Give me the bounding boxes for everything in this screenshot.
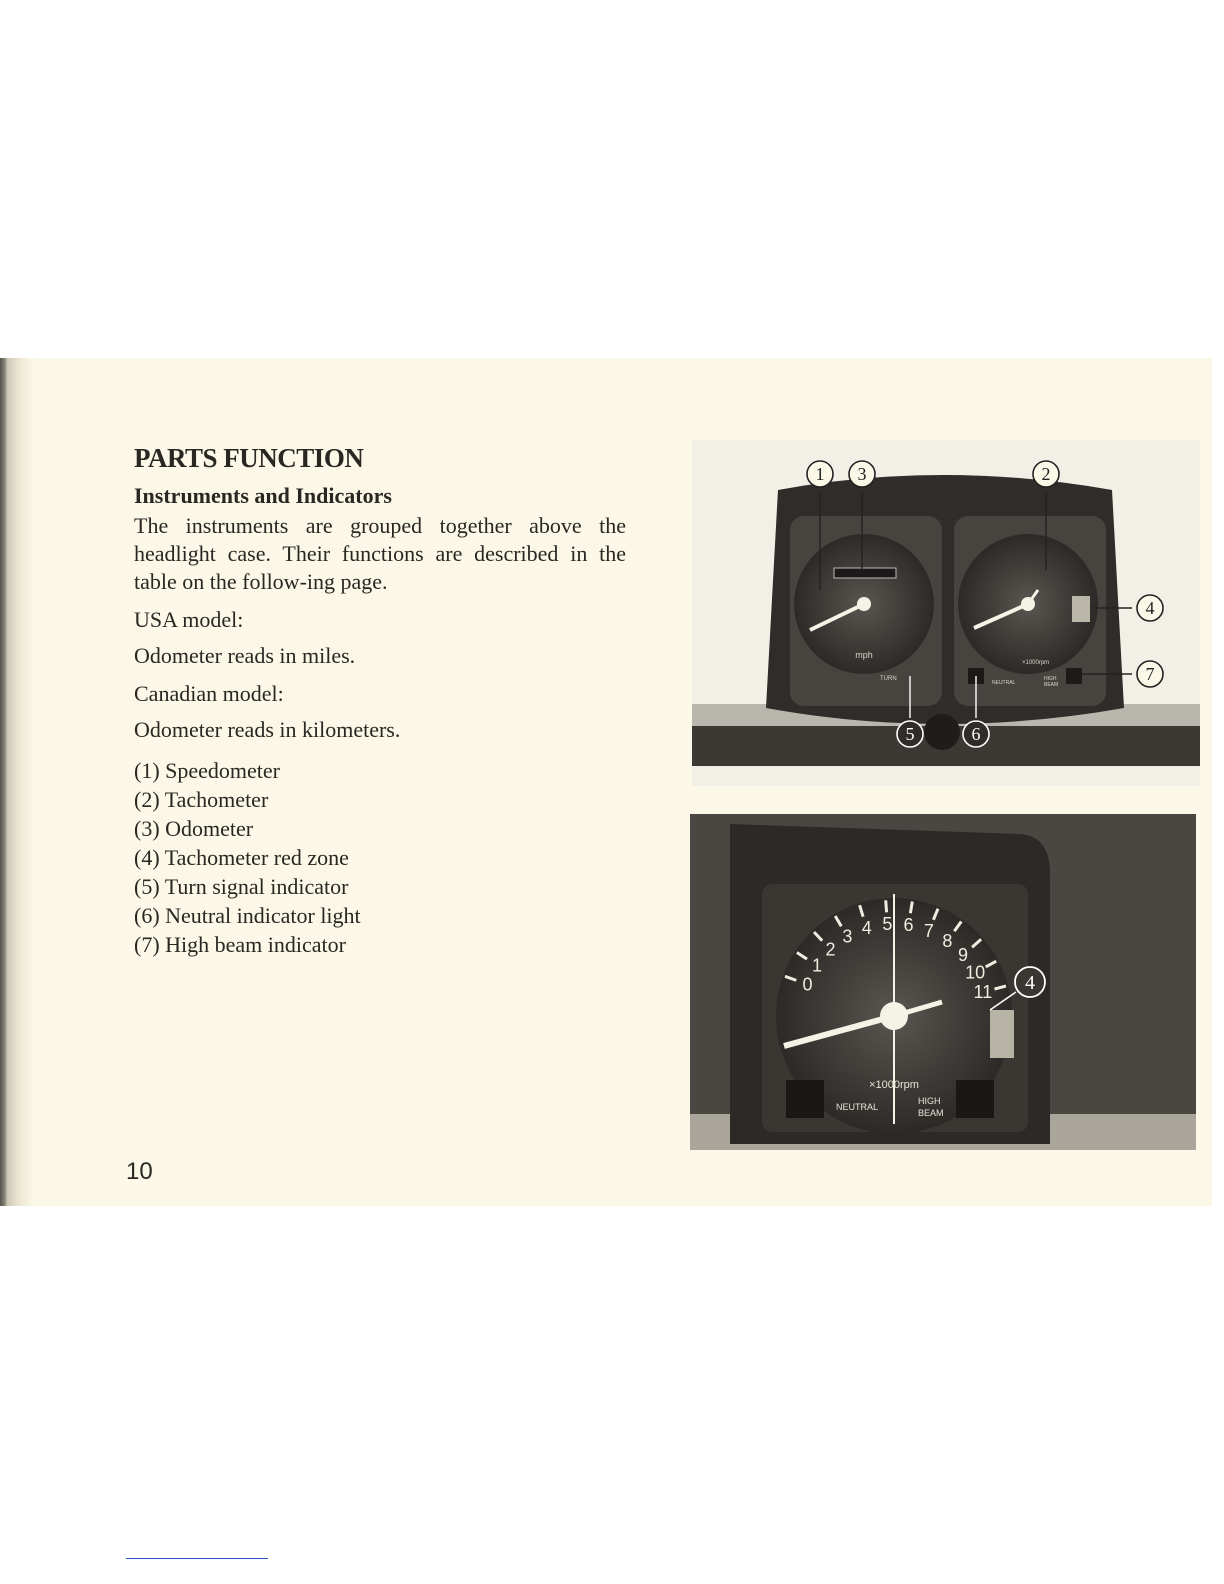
tach-scale-tick [796,951,808,961]
list-item: (4) Tachometer red zone [134,845,349,870]
tach-scale-number: 2 [825,939,835,959]
svg-text:HIGH: HIGH [1044,676,1057,682]
tach-scale-tick [953,920,963,933]
page-number: 10 [126,1158,153,1185]
callout-7: 7 [1136,660,1164,688]
svg-text:BEAM: BEAM [1044,682,1058,688]
text-column: PARTS FUNCTION Instruments and Indicator… [134,442,626,959]
canadian-model-text: Odometer reads in kilometers. [134,717,401,742]
svg-text:×1000rpm: ×1000rpm [869,1079,919,1091]
svg-text:1: 1 [816,464,825,484]
list-item: (1) Speedometer [134,758,280,783]
instrument-cluster-photo: mph TURN ×1000rpm NEUTRAL HIGH BEAM [692,440,1200,786]
callout-2: 2 [1032,460,1060,488]
tach-scale-number: 0 [802,975,812,995]
usa-model-label: USA model: [134,607,244,632]
list-item: (3) Odometer [134,816,254,841]
tach-scale-tick [971,938,983,949]
tach-scale-tick [994,984,1007,991]
svg-text:mph: mph [855,650,873,660]
svg-text:6: 6 [972,724,981,744]
usa-model-text: Odometer reads in miles. [134,643,356,668]
tach-scale-tick [812,930,824,942]
svg-text:NEUTRAL: NEUTRAL [992,680,1016,686]
svg-text:4: 4 [1025,972,1035,994]
svg-text:BEAM: BEAM [918,1108,944,1118]
bottom-rule [126,1558,268,1559]
tach-scale-tick [784,974,797,982]
list-item: (2) Tachometer [134,787,269,812]
tach-scale-number: 9 [958,945,968,965]
callout-5: 5 [896,720,924,748]
svg-text:5: 5 [906,724,915,744]
svg-text:TURN: TURN [880,676,897,682]
subsection-heading: Instruments and Indicators [134,483,392,508]
tach-scale-number: 8 [942,931,952,951]
tach-scale-number: 1 [812,956,822,976]
svg-text:3: 3 [858,464,867,484]
tach-scale-tick [984,959,997,969]
list-item: (5) Turn signal indicator [134,874,349,899]
svg-text:HIGH: HIGH [918,1096,941,1106]
tach-scale-number: 11 [974,982,993,1002]
callout-1: 1 [806,460,834,488]
callout-3: 3 [848,460,876,488]
svg-text:×1000rpm: ×1000rpm [1022,660,1049,666]
page-edge-shadow [8,358,34,1206]
callout-4-closeup: 4 [1014,966,1046,998]
callout-4: 4 [1136,594,1164,622]
tach-scale-number: 3 [842,927,852,947]
tach-scale-number: 4 [862,918,872,938]
tach-scale-number: 5 [882,914,892,934]
manual-page: PARTS FUNCTION Instruments and Indicator… [0,358,1212,1206]
list-item: (7) High beam indicator [134,932,346,957]
tach-scale-number: 7 [924,921,934,941]
list-item: (6) Neutral indicator light [134,903,361,928]
svg-text:2: 2 [1042,464,1051,484]
tach-scale-tick [858,904,865,918]
intro-paragraph: The instruments are grouped together abo… [134,513,626,594]
tach-scale-tick [833,915,843,928]
tach-scale-tick [884,900,889,913]
svg-text:7: 7 [1146,664,1155,684]
tach-scale-tick [908,901,914,914]
book-spine [0,358,8,1206]
tach-scale-number: 6 [903,915,913,935]
svg-text:4: 4 [1146,598,1155,618]
instrument-cluster-illustration: mph TURN ×1000rpm NEUTRAL HIGH BEAM [692,460,1200,766]
parts-list: (1) Speedometer (2) Tachometer (3) Odome… [134,756,626,959]
svg-text:NEUTRAL: NEUTRAL [836,1102,878,1112]
tach-scale-number: 10 [965,963,985,983]
canadian-model-label: Canadian model: [134,681,284,706]
section-heading: PARTS FUNCTION [134,443,364,473]
tach-scale-tick [932,908,940,921]
callout-6: 6 [962,720,990,748]
